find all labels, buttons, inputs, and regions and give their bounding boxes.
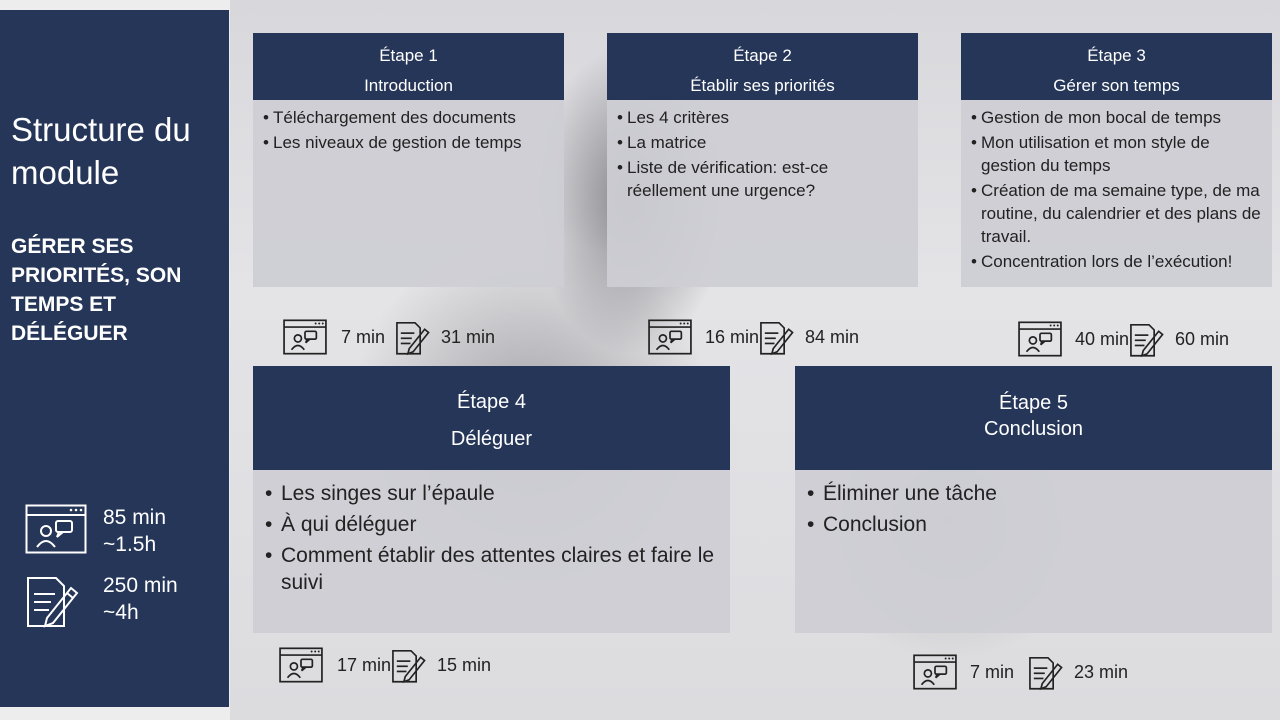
online-duration: 17 min bbox=[337, 654, 392, 675]
step-header: Étape 4 Déléguer bbox=[253, 366, 730, 470]
writing-task-icon bbox=[25, 572, 87, 628]
step-header: Étape 1 Introduction bbox=[253, 33, 564, 100]
total-online-hours: ~1.5h bbox=[103, 533, 157, 556]
list-item: Comment établir des attentes claires et … bbox=[265, 542, 718, 596]
step-card-4: Étape 4 Déléguer Les singes sur l’épaule… bbox=[253, 366, 730, 633]
list-item: Téléchargement des documents bbox=[263, 106, 554, 129]
list-item: Création de ma semaine type, de ma routi… bbox=[971, 179, 1262, 248]
online-session-icon bbox=[648, 316, 692, 358]
list-item: Éliminer une tâche bbox=[807, 480, 1260, 507]
sidebar: Structure du module GÉRER SES PRIORITÉS,… bbox=[0, 10, 229, 707]
list-item: Les singes sur l’épaule bbox=[265, 480, 718, 507]
list-item: Les 4 critères bbox=[617, 106, 908, 129]
writing-task-icon bbox=[1028, 649, 1068, 695]
total-online-minutes: 85 min bbox=[103, 506, 167, 529]
step-body: Éliminer une tâche Conclusion bbox=[795, 470, 1272, 633]
step-card-2: Étape 2 Établir ses priorités Les 4 crit… bbox=[607, 33, 918, 287]
step-3-durations: 40 min 60 min bbox=[1018, 316, 1229, 362]
writing-duration: 84 min bbox=[805, 326, 860, 347]
list-item: Mon utilisation et mon style de gestion … bbox=[971, 131, 1262, 177]
step-number: Étape 2 bbox=[733, 46, 792, 65]
step-body: Gestion de mon bocal de temps Mon utilis… bbox=[961, 100, 1272, 287]
total-writing-stat: 250 min ~4h bbox=[25, 572, 178, 628]
module-subtitle: GÉRER SES PRIORITÉS, SON TEMPS ET DÉLÉGU… bbox=[11, 235, 182, 345]
step-body: Les singes sur l’épaule À qui déléguer C… bbox=[253, 470, 730, 633]
writing-duration: 60 min bbox=[1175, 328, 1230, 349]
online-duration: 40 min bbox=[1075, 328, 1130, 349]
step-card-5: Étape 5 Conclusion Éliminer une tâche Co… bbox=[795, 366, 1272, 633]
step-name: Conclusion bbox=[984, 418, 1083, 440]
online-session-icon bbox=[25, 504, 87, 554]
online-session-icon bbox=[279, 644, 323, 686]
step-1-durations: 7 min 31 min bbox=[283, 314, 495, 360]
online-duration: 7 min bbox=[970, 661, 1015, 682]
list-item: Conclusion bbox=[807, 511, 1260, 538]
total-writing-minutes: 250 min bbox=[103, 574, 178, 597]
step-number: Étape 4 bbox=[457, 391, 526, 413]
module-title: Structure du module bbox=[11, 111, 191, 191]
online-duration: 16 min bbox=[705, 326, 760, 347]
step-number: Étape 3 bbox=[1087, 46, 1146, 65]
step-2-durations: 16 min 84 min bbox=[648, 314, 859, 360]
list-item: À qui déléguer bbox=[265, 511, 718, 538]
step-card-3: Étape 3 Gérer son temps Gestion de mon b… bbox=[961, 33, 1272, 287]
step-header: Étape 2 Établir ses priorités bbox=[607, 33, 918, 100]
writing-task-icon bbox=[391, 642, 431, 688]
writing-duration: 31 min bbox=[441, 326, 496, 347]
step-body: Téléchargement des documents Les niveaux… bbox=[253, 100, 564, 287]
step-4-durations: 17 min 15 min bbox=[279, 642, 491, 688]
online-duration: 7 min bbox=[341, 326, 386, 347]
step-header: Étape 3 Gérer son temps bbox=[961, 33, 1272, 100]
writing-task-icon bbox=[395, 314, 435, 360]
writing-duration: 15 min bbox=[437, 654, 492, 675]
writing-duration: 23 min bbox=[1074, 661, 1129, 682]
step-card-1: Étape 1 Introduction Téléchargement des … bbox=[253, 33, 564, 287]
step-5-durations: 7 min 23 min bbox=[913, 649, 1128, 695]
online-session-icon bbox=[1018, 318, 1062, 360]
online-session-icon bbox=[283, 316, 327, 358]
list-item: Concentration lors de l’exécution! bbox=[971, 250, 1262, 273]
list-item: Les niveaux de gestion de temps bbox=[263, 131, 554, 154]
step-header: Étape 5 Conclusion bbox=[795, 366, 1272, 470]
list-item: La matrice bbox=[617, 131, 908, 154]
list-item: Gestion de mon bocal de temps bbox=[971, 106, 1262, 129]
step-name: Déléguer bbox=[450, 428, 533, 450]
online-session-icon bbox=[913, 651, 957, 693]
step-name: Gérer son temps bbox=[1053, 76, 1180, 95]
step-name: Établir ses priorités bbox=[690, 76, 835, 95]
list-item: Liste de vérification: est-ce réellement… bbox=[617, 156, 908, 202]
step-body: Les 4 critères La matrice Liste de vérif… bbox=[607, 100, 918, 287]
total-writing-hours: ~4h bbox=[103, 601, 139, 624]
writing-task-icon bbox=[1129, 316, 1169, 362]
writing-task-icon bbox=[759, 314, 799, 360]
step-number: Étape 5 bbox=[999, 392, 1068, 414]
step-number: Étape 1 bbox=[379, 46, 438, 65]
step-name: Introduction bbox=[364, 76, 453, 95]
total-online-stat: 85 min ~1.5h bbox=[25, 504, 166, 558]
